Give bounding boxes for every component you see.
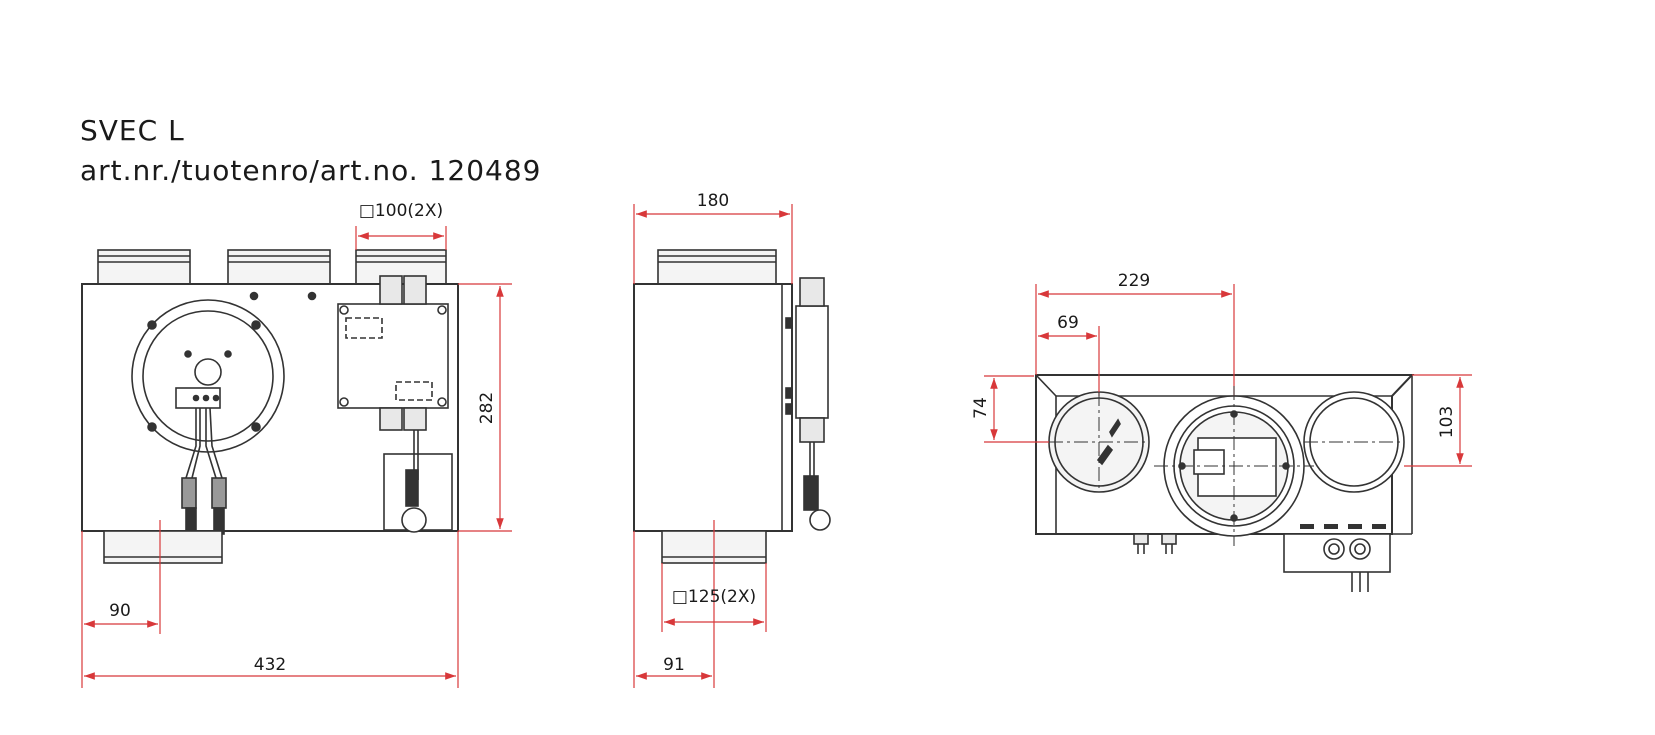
- side-view-dimensions: [633, 204, 793, 688]
- dim-rear-74: 74: [971, 397, 991, 419]
- dim-bottom-duct: □125(2X): [672, 587, 756, 607]
- fan-housing: [131, 299, 285, 535]
- side-housing: [633, 283, 793, 532]
- dim-front-width: 432: [254, 655, 286, 675]
- dim-front-height: 282: [477, 392, 497, 424]
- rear-connector-box: [1283, 533, 1391, 592]
- dim-rear-69: 69: [1057, 313, 1079, 333]
- front-view-dimensions: [81, 226, 512, 688]
- dim-side-width: 180: [697, 191, 729, 211]
- center-lines: [1049, 386, 1404, 546]
- dim-rear-229: 229: [1118, 271, 1150, 291]
- rear-slots: [1300, 524, 1386, 529]
- side-control-box: [795, 305, 829, 419]
- dim-top-duct: □100(2X): [359, 201, 443, 221]
- article-number: art.nr./tuotenro/art.no. 120489: [80, 154, 542, 187]
- side-top-duct: [657, 249, 777, 285]
- electrical-box: [337, 275, 453, 533]
- rear-bottom-fittings: [1133, 533, 1177, 554]
- dim-rear-103: 103: [1437, 406, 1457, 438]
- front-bottom-duct: [103, 530, 223, 564]
- dim-side-offset: 91: [663, 655, 685, 675]
- front-view: [81, 249, 459, 564]
- rear-view-dimensions: [984, 284, 1472, 467]
- model-title: SVEC L: [80, 114, 185, 147]
- rear-view: [1035, 374, 1415, 592]
- side-view: [633, 249, 831, 564]
- dim-front-offset: 90: [109, 601, 131, 621]
